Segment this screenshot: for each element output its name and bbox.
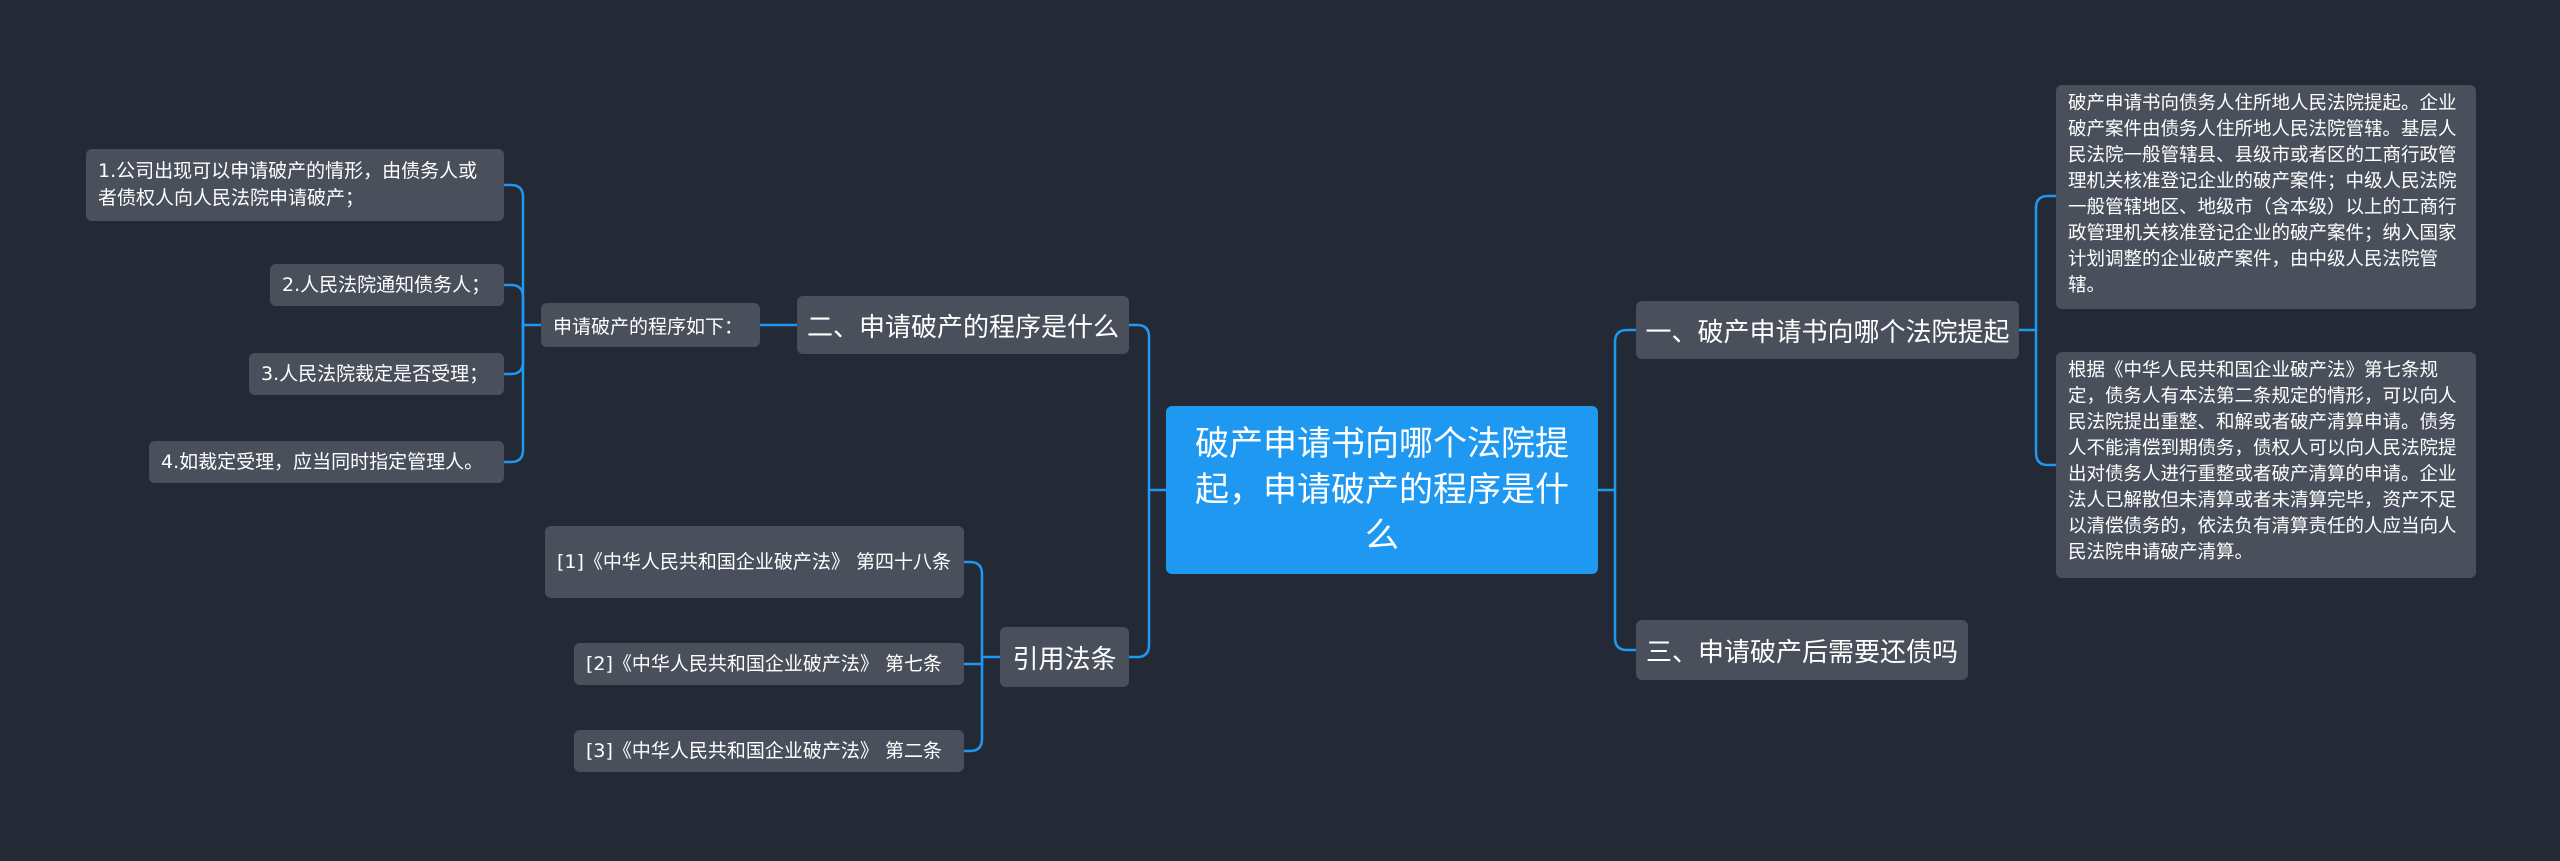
law-item-2[interactable]: [2]《中华人民共和国企业破产法》 第七条: [574, 643, 964, 685]
connector-to-laws: [1127, 488, 1151, 659]
root-topic[interactable]: 破产申请书向哪个法院提起，申请破产的程序是什么: [1166, 406, 1598, 574]
procedure-step-1-text: 1.公司出现可以申请破产的情形，由债务人或者债权人向人民法院申请破产；: [98, 160, 478, 209]
procedure-step-3-text: 3.人民法院裁定是否受理；: [261, 362, 489, 385]
branch-procedure[interactable]: 二、申请破产的程序是什么: [797, 296, 1129, 354]
connector-to-step3: [502, 323, 525, 376]
branch-cited-laws-label: 引用法条: [1012, 644, 1117, 675]
connector-to-law3: [962, 655, 984, 753]
procedure-step-3[interactable]: 3.人民法院裁定是否受理；: [249, 353, 504, 395]
procedure-intro[interactable]: 申请破产的程序如下：: [541, 303, 760, 347]
connector-to-branch2: [1127, 323, 1151, 492]
connector-to-step4: [502, 323, 525, 464]
law-item-1-text: [1]《中华人民共和国企业破产法》 第四十八条: [557, 550, 951, 573]
procedure-step-4-text: 4.如裁定受理，应当同时指定管理人。: [161, 450, 484, 473]
procedure-step-2[interactable]: 2.人民法院通知债务人；: [270, 264, 504, 306]
connector-to-step2: [502, 283, 525, 327]
procedure-intro-label: 申请破产的程序如下：: [553, 315, 744, 338]
connector-to-step1: [502, 183, 525, 327]
procedure-step-1[interactable]: 1.公司出现可以申请破产的情形，由债务人或者债权人向人民法院申请破产；: [86, 149, 504, 221]
connector-to-law1: [962, 560, 984, 659]
branch-which-court-label: 一、破产申请书向哪个法院提起: [1645, 317, 2010, 348]
root-topic-label: 破产申请书向哪个法院提起，申请破产的程序是什么: [1195, 424, 1569, 556]
connector-to-law2: [962, 655, 984, 666]
connector-to-branch1: [1613, 328, 1638, 492]
branch-repay-debt[interactable]: 三、申请破产后需要还债吗: [1636, 620, 1968, 680]
branch-repay-debt-label: 三、申请破产后需要还债吗: [1646, 637, 1959, 668]
branch-procedure-label: 二、申请破产的程序是什么: [807, 312, 1120, 343]
procedure-step-4[interactable]: 4.如裁定受理，应当同时指定管理人。: [149, 441, 504, 483]
detail-article-seven-text: 根据《中华人民共和国企业破产法》第七条规定，债务人有本法第二条规定的情形，可以向…: [2068, 360, 2457, 563]
connector-to-detail1: [2034, 194, 2058, 332]
detail-court-jurisdiction-text: 破产申请书向债务人住所地人民法院提起。企业破产案件由债务人住所地人民法院管辖。基…: [2068, 93, 2457, 296]
connector-to-detail2: [2034, 328, 2058, 467]
branch-cited-laws[interactable]: 引用法条: [1000, 627, 1129, 687]
law-item-1[interactable]: [1]《中华人民共和国企业破产法》 第四十八条: [545, 526, 964, 598]
detail-article-seven[interactable]: 根据《中华人民共和国企业破产法》第七条规定，债务人有本法第二条规定的情形，可以向…: [2056, 352, 2476, 578]
law-item-3-text: [3]《中华人民共和国企业破产法》 第二条: [586, 739, 942, 762]
connector-to-branch3: [1613, 488, 1638, 652]
law-item-2-text: [2]《中华人民共和国企业破产法》 第七条: [586, 652, 942, 675]
procedure-step-2-text: 2.人民法院通知债务人；: [282, 273, 491, 296]
branch-which-court[interactable]: 一、破产申请书向哪个法院提起: [1636, 301, 2019, 359]
law-item-3[interactable]: [3]《中华人民共和国企业破产法》 第二条: [574, 730, 964, 772]
detail-court-jurisdiction[interactable]: 破产申请书向债务人住所地人民法院提起。企业破产案件由债务人住所地人民法院管辖。基…: [2056, 85, 2476, 309]
